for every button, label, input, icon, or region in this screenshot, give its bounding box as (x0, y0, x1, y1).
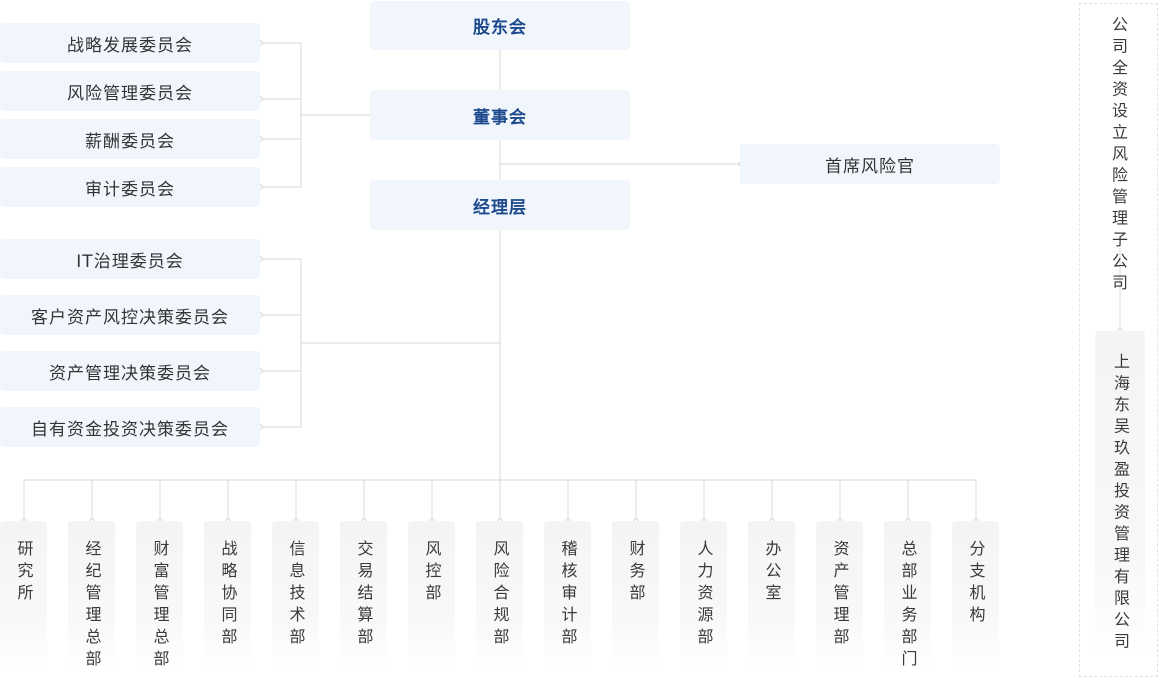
department-label: 资产管理部 (830, 540, 850, 650)
department-label: 财富管理总部 (150, 540, 170, 672)
management-committee-box: 资产管理决策委员会 (0, 351, 260, 391)
subsidiary-caption-text: 公司全资设立风险管理子公司 (1109, 16, 1128, 296)
department-label: 经纪管理总部 (82, 540, 102, 672)
department-label: 交易结算部 (354, 540, 374, 650)
board-committee-label: 薪酬委员会 (85, 131, 175, 152)
board-committee-label: 审计委员会 (85, 179, 175, 200)
management-committee-label: 客户资产风控决策委员会 (31, 307, 229, 328)
department-label: 总部业务部门 (898, 540, 918, 672)
department-box: 研究所 (0, 521, 47, 673)
management-committee-label: 资产管理决策委员会 (49, 363, 211, 384)
department-box: 总部业务部门 (884, 521, 931, 673)
department-box: 资产管理部 (816, 521, 863, 673)
management-label: 经理层 (473, 197, 527, 218)
subsidiary-frame (1079, 3, 1158, 677)
board-of-directors-label: 董事会 (473, 107, 527, 128)
department-box: 财务部 (612, 521, 659, 673)
department-box: 人力资源部 (680, 521, 727, 673)
department-box: 交易结算部 (340, 521, 387, 673)
department-box: 稽核审计部 (544, 521, 591, 673)
department-label: 财务部 (626, 540, 646, 606)
department-label: 办公室 (762, 540, 782, 606)
management-committee-label: IT治理委员会 (76, 251, 184, 272)
shareholders-meeting-box: 股东会 (370, 1, 630, 50)
board-committee-box: 薪酬委员会 (0, 119, 260, 159)
department-box: 信息技术部 (272, 521, 319, 673)
management-box: 经理层 (370, 180, 630, 230)
management-committee-box: 客户资产风控决策委员会 (0, 295, 260, 335)
department-label: 分支机构 (966, 540, 986, 628)
department-box: 分支机构 (952, 521, 999, 673)
department-label: 风险合规部 (490, 540, 510, 650)
department-box: 财富管理总部 (136, 521, 183, 673)
shareholders-meeting-label: 股东会 (473, 18, 527, 38)
board-committee-label: 风险管理委员会 (67, 83, 193, 104)
board-committee-label: 战略发展委员会 (67, 35, 193, 56)
department-box: 风控部 (408, 521, 455, 673)
subsidiary-caption: 公司全资设立风险管理子公司 (1109, 16, 1130, 300)
department-box: 办公室 (748, 521, 795, 673)
department-label: 稽核审计部 (558, 540, 578, 650)
board-committee-box: 审计委员会 (0, 167, 260, 207)
department-label: 研究所 (14, 540, 34, 606)
management-committee-box: IT治理委员会 (0, 239, 260, 279)
chief-risk-officer-box: 首席风险官 (740, 144, 1000, 184)
board-committee-box: 战略发展委员会 (0, 23, 260, 63)
department-label: 风控部 (422, 540, 442, 606)
department-box: 经纪管理总部 (68, 521, 115, 673)
department-box: 战略协同部 (204, 521, 251, 673)
department-label: 战略协同部 (218, 540, 238, 650)
chief-risk-officer-label: 首席风险官 (825, 156, 915, 177)
management-committee-box: 自有资金投资决策委员会 (0, 407, 260, 447)
subsidiary-box: 上海东吴玖盈投资管理有限公司 (1095, 331, 1145, 661)
subsidiary-name: 上海东吴玖盈投资管理有限公司 (1111, 353, 1130, 654)
board-of-directors-box: 董事会 (370, 90, 630, 140)
department-box: 风险合规部 (476, 521, 523, 673)
management-committee-label: 自有资金投资决策委员会 (31, 419, 229, 440)
department-label: 人力资源部 (694, 540, 714, 650)
board-committee-box: 风险管理委员会 (0, 71, 260, 111)
department-label: 信息技术部 (286, 540, 306, 650)
